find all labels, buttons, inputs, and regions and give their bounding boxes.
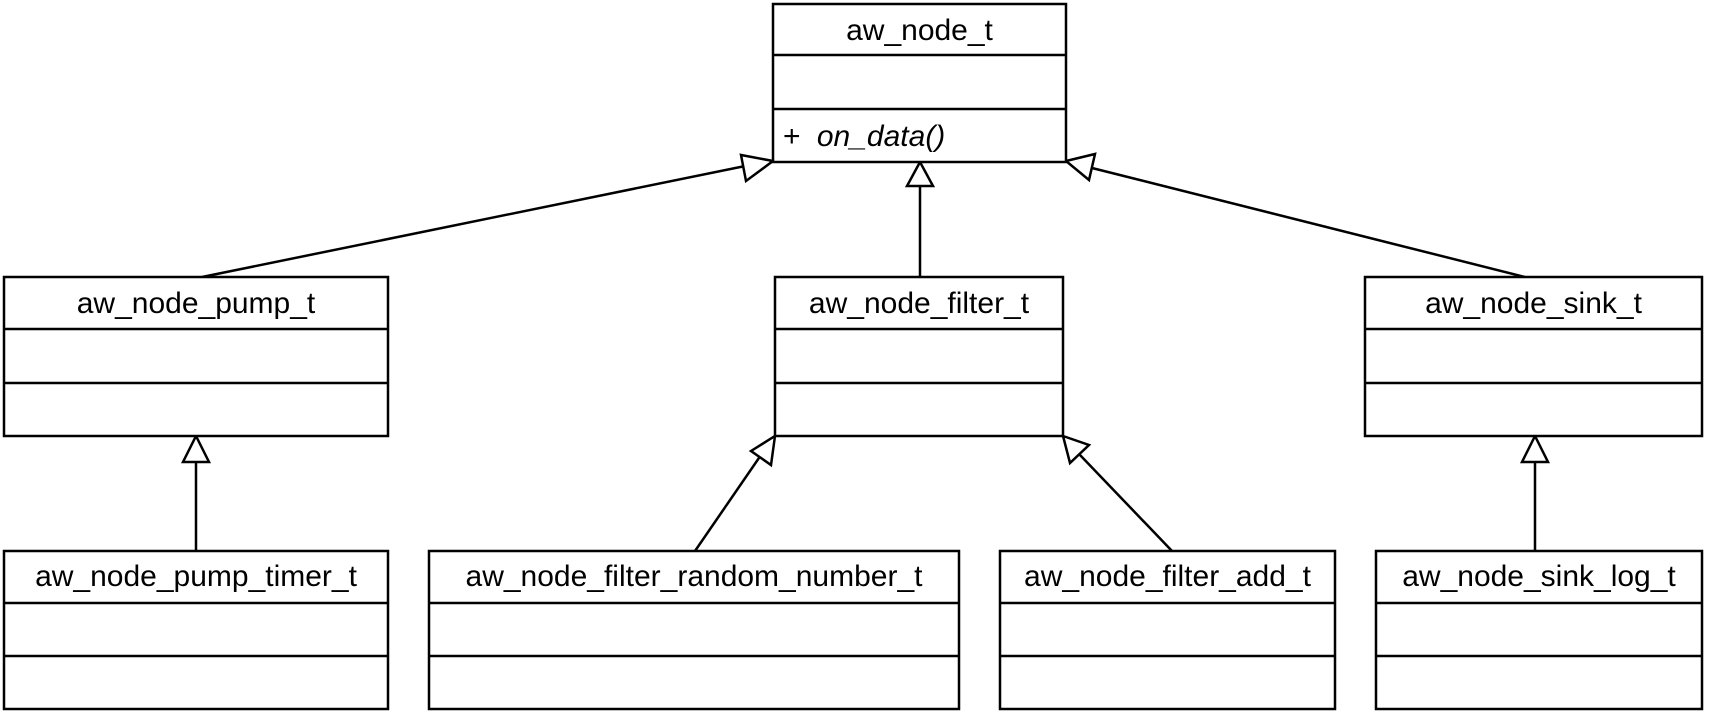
class-aw-node-sink-log-t[interactable]: aw_node_sink_log_t [1374,549,1704,711]
class-name: aw_node_filter_t [809,287,1030,320]
edge-random-number-to-filter [693,454,763,552]
edge-filter-add-to-filter [1079,454,1173,552]
class-name: aw_node_filter_add_t [1024,560,1312,593]
class-name: aw_node_sink_log_t [1402,560,1676,593]
class-operation: + on_data() [783,120,945,153]
edge-sink-to-root [1087,165,1526,279]
inheritance-arrow-sink-root [1063,152,1097,183]
class-name: aw_node_filter_random_number_t [466,560,924,593]
class-name: aw_node_t [846,14,993,47]
class-aw-node-pump-t[interactable]: aw_node_pump_t [2,275,390,438]
edge-pump-to-root [201,162,756,279]
inheritance-arrow-filter-root [904,159,936,188]
class-name: aw_node_pump_timer_t [35,560,358,593]
class-aw-node-pump-timer-t[interactable]: aw_node_pump_timer_t [2,549,390,711]
inheritance-arrow-sink-log-sink [1519,433,1551,464]
class-aw-node-filter-add-t[interactable]: aw_node_filter_add_t [998,549,1337,711]
class-aw-node-filter-random-number-t[interactable]: aw_node_filter_random_number_t [427,549,961,711]
class-name: aw_node_sink_t [1425,287,1642,320]
operation-name: on_data() [817,120,945,153]
inheritance-arrow-filter-add-filter [1061,434,1092,466]
inheritance-arrow-pump-timer-pump [180,433,212,464]
inheritance-arrow-random-number-filter [748,433,777,468]
class-aw-node-sink-t[interactable]: aw_node_sink_t [1363,275,1704,438]
operation-visibility: + [783,120,801,153]
class-name: aw_node_pump_t [77,287,316,320]
inheritance-arrow-pump-root [739,153,777,184]
class-aw-node-t[interactable]: aw_node_t + on_data() [771,2,1068,164]
edges [180,152,1551,552]
class-aw-node-filter-t[interactable]: aw_node_filter_t [773,275,1065,438]
